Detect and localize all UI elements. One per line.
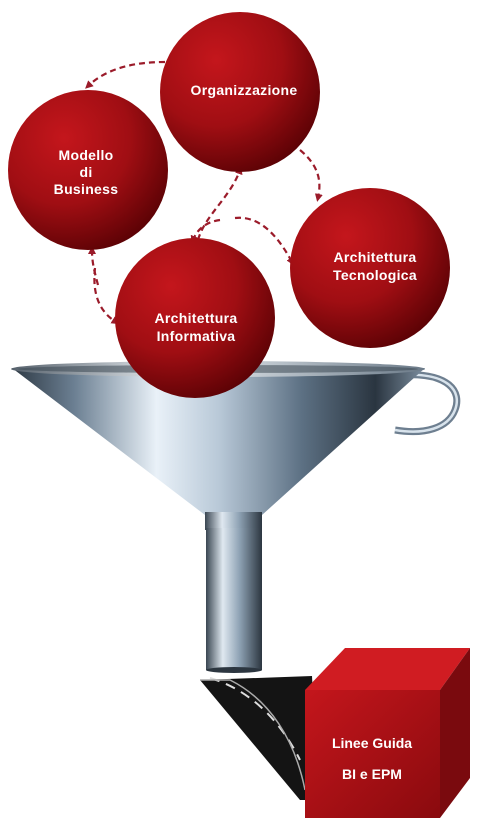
node-informativa: Architettura Informativa bbox=[115, 238, 275, 398]
output-box: Linee Guida BI e EPM bbox=[305, 648, 470, 818]
node-modello: Modello di Business bbox=[8, 90, 168, 250]
node-tecnologica: Architettura Tecnologica bbox=[290, 188, 450, 348]
output-box-line-1: Linee Guida bbox=[332, 735, 412, 751]
node-modello-line-3: Business bbox=[54, 181, 119, 197]
node-informativa-line-1: Architettura bbox=[155, 310, 238, 326]
funnel-icon bbox=[11, 361, 461, 673]
node-modello-line-2: di bbox=[79, 164, 92, 180]
node-informativa-line-2: Informativa bbox=[157, 328, 236, 344]
node-modello-line-1: Modello bbox=[59, 147, 114, 163]
output-box-line-2: BI e EPM bbox=[342, 766, 402, 782]
arrow-to-informativa-top bbox=[190, 218, 221, 244]
arrow-informativa-to-modello bbox=[88, 246, 100, 286]
node-tecnologica-line-2: Tecnologica bbox=[333, 267, 417, 283]
arrow-modello-to-informativa bbox=[93, 267, 120, 325]
node-organizzazione: Organizzazione bbox=[160, 12, 320, 172]
arrow-org-to-tecnologica bbox=[299, 149, 323, 202]
cycle-arrows bbox=[85, 60, 323, 325]
node-tecnologica-line-1: Architettura bbox=[334, 249, 417, 265]
arrow-org-to-modello bbox=[85, 60, 166, 89]
node-organizzazione-label: Organizzazione bbox=[191, 82, 298, 98]
output-road bbox=[200, 676, 318, 800]
arrow-informativa-to-org bbox=[196, 166, 243, 241]
